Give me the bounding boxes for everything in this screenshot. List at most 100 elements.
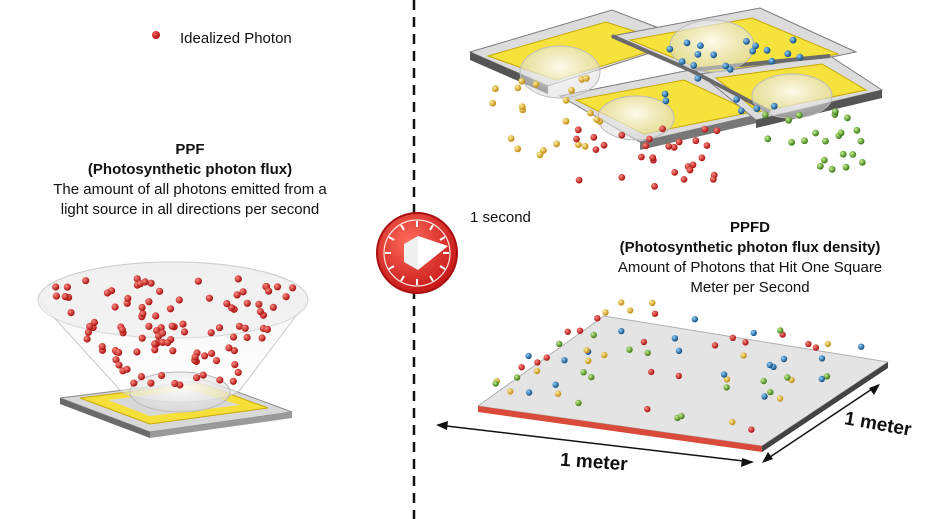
photon-dot — [553, 140, 560, 148]
photon-dot — [518, 364, 525, 371]
photon-dot — [686, 166, 694, 174]
photon-dot — [824, 340, 832, 348]
photon-dot — [722, 62, 730, 70]
photon-dot — [640, 338, 648, 346]
photon-dot — [651, 310, 659, 317]
ppfd-full-name: (Photosynthetic photon flux density) — [619, 239, 881, 256]
photon-dot — [675, 138, 683, 146]
photon-dot — [842, 163, 850, 171]
photon-dot — [768, 57, 776, 65]
photon-dot — [147, 379, 155, 387]
photon-dot — [84, 328, 92, 336]
photon-dot — [601, 351, 608, 359]
photon-dot — [156, 287, 164, 295]
photon-dot — [701, 125, 709, 133]
photon-dot — [263, 325, 271, 333]
photon-dot — [770, 102, 778, 110]
photon-dot — [638, 153, 645, 161]
photon-dot — [670, 143, 678, 151]
photon-dot — [227, 304, 236, 312]
photon-dot — [133, 348, 141, 356]
photon-dot — [180, 328, 189, 336]
photon-dot — [709, 176, 717, 183]
photon-dot — [580, 369, 587, 376]
photon-dot — [147, 279, 155, 287]
photon-dot — [594, 315, 601, 322]
photon-dot — [849, 151, 857, 158]
width-meter-label: 1 meter — [559, 449, 629, 476]
photon-dot — [587, 109, 594, 117]
photon-dot — [166, 305, 175, 313]
photon-dot — [169, 347, 177, 355]
photon-dot — [618, 299, 625, 306]
photon-dot — [748, 426, 755, 433]
photon-dot — [785, 116, 792, 124]
photon-dot — [562, 117, 570, 125]
photon-dot — [151, 346, 159, 354]
photon-dot — [574, 141, 582, 149]
photon-dot — [564, 328, 571, 335]
photon-dot — [795, 111, 803, 119]
photon-dot — [805, 340, 812, 348]
photon-dot — [124, 294, 132, 303]
photon-dot — [554, 390, 562, 397]
photon-dot — [112, 356, 120, 364]
photon-dot — [651, 182, 658, 190]
photon-dot — [543, 354, 550, 361]
photon-dot — [844, 114, 851, 122]
photon-dot — [760, 377, 767, 385]
ppfd-description-line1: Amount of Photons that Hit One Square — [617, 259, 883, 276]
photon-dot — [168, 322, 176, 330]
photon-dot — [193, 374, 201, 382]
photon-dot — [225, 344, 233, 352]
photon-dot — [828, 165, 836, 173]
photon-dot — [723, 376, 731, 383]
photon-dot — [118, 326, 126, 334]
photon-dot — [139, 310, 147, 318]
photon-dot — [729, 334, 736, 341]
photon-dot — [648, 368, 655, 376]
photon-dot — [618, 327, 625, 335]
clock-play-icon — [376, 212, 458, 294]
ppfd-description-line2: Meter per Second — [690, 279, 810, 296]
photon-dot — [229, 333, 238, 341]
photon-dot — [269, 303, 277, 311]
photon-dot — [618, 174, 626, 181]
photon-dot — [602, 309, 609, 316]
photon-dot — [789, 36, 797, 44]
photon-dot — [536, 151, 544, 159]
photon-dot — [853, 126, 861, 134]
photon-dot — [98, 343, 106, 351]
photon-dot — [152, 312, 160, 320]
photon-dot — [158, 329, 167, 337]
photon-dot — [229, 377, 237, 385]
photon-dot — [532, 80, 540, 88]
photon-dot — [723, 384, 730, 391]
photon-dot — [243, 299, 251, 307]
photon-dot — [581, 142, 589, 150]
photon-dot — [678, 58, 686, 65]
photon-dot — [171, 379, 179, 388]
ppf-abbr: PPF — [175, 141, 205, 158]
photon-dot — [626, 346, 633, 353]
legend-label: Idealized Photon — [180, 30, 292, 47]
photon-dot — [683, 39, 691, 47]
photon-dot — [796, 53, 804, 61]
photon-dot — [199, 371, 207, 379]
led-array-illustration — [468, 7, 884, 190]
photon-dot — [241, 324, 249, 332]
photon-dot — [513, 374, 521, 381]
photon-dot — [145, 322, 153, 330]
photon-dot — [646, 135, 653, 143]
photon-dot — [750, 329, 757, 337]
photon-dot — [816, 162, 824, 170]
photon-dot — [818, 375, 825, 383]
photon-dot — [256, 308, 264, 316]
photon-dot — [583, 346, 590, 354]
photon-dot — [662, 97, 670, 105]
photon-dot — [733, 96, 740, 103]
photon-dot — [153, 327, 161, 335]
timer-label: 1 second — [470, 209, 531, 226]
photon-dot — [858, 159, 866, 166]
photon-dot — [784, 50, 792, 58]
